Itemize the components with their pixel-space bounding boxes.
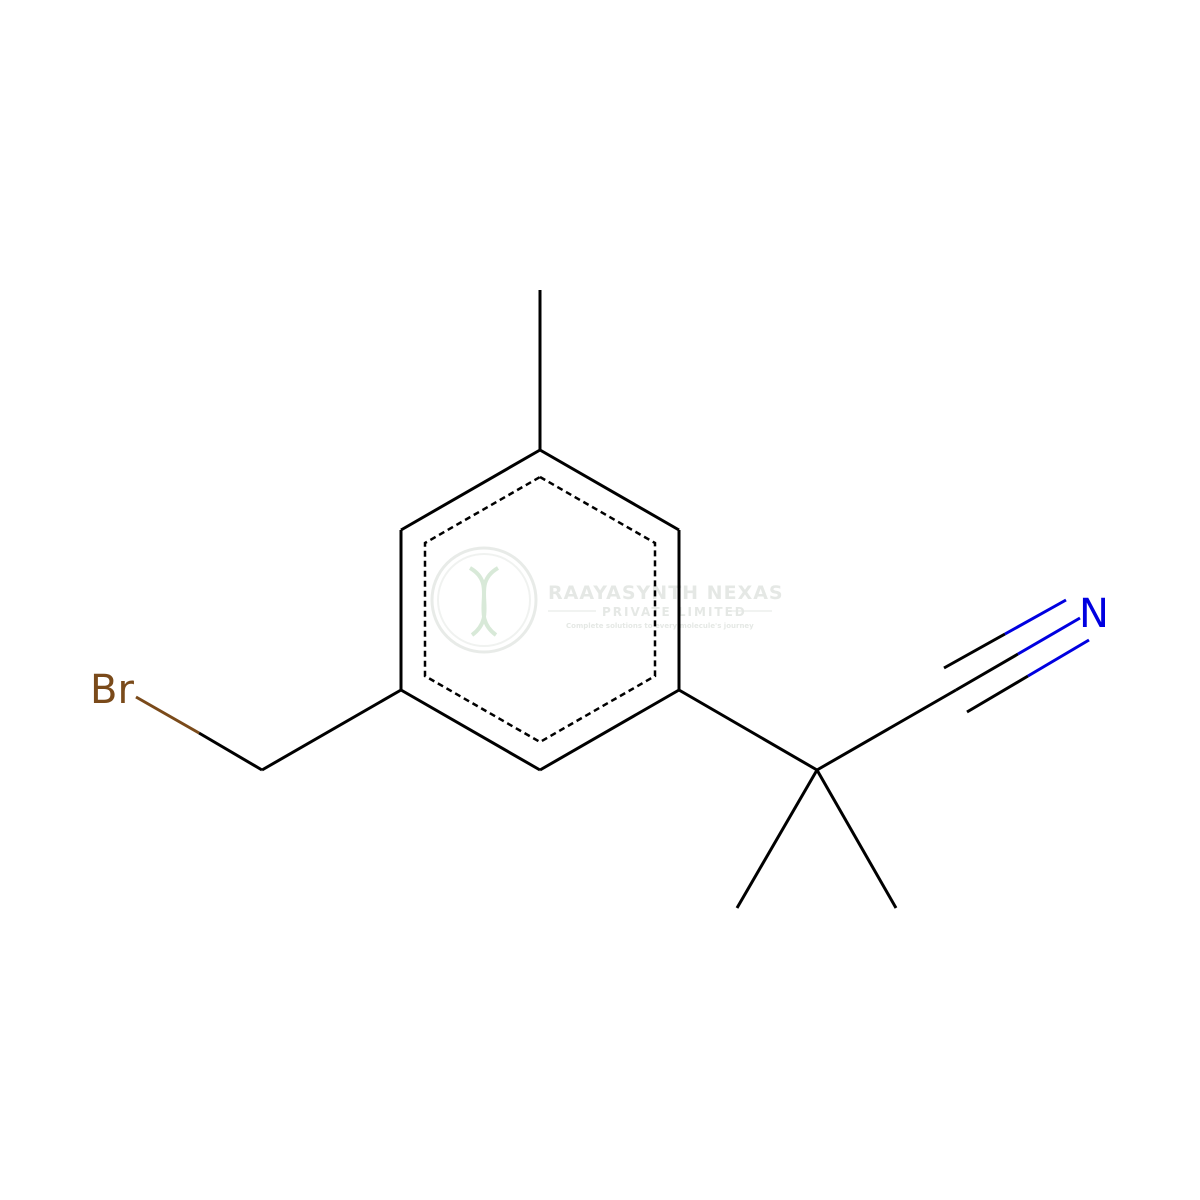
- triple-bond-upper-nitrogen: [1004, 598, 1067, 636]
- watermark-tagline: Complete solutions to every molecule's j…: [566, 622, 754, 630]
- ring-bond-1: [539, 448, 680, 532]
- triple-bond-lower-carbon: [966, 674, 1029, 714]
- aromatic-circle: [423, 475, 657, 744]
- methyl-bond-right: [815, 769, 898, 909]
- ring-bond-3: [539, 688, 680, 772]
- triple-bond-upper-carbon: [943, 632, 1006, 670]
- nitrogen-atom-label: N: [1079, 591, 1109, 637]
- triple-bond-lower-nitrogen: [1027, 638, 1090, 678]
- ring-to-quaternary-bond: [678, 688, 818, 772]
- bromine-atom-label: Br: [90, 667, 134, 713]
- watermark-logo-ring: [430, 546, 538, 654]
- c-br-bond-bromine-half: [135, 695, 200, 735]
- watermark: RAAYASYNTH NEXAS PRIVATE LIMITED Complet…: [430, 546, 784, 654]
- triple-bond-center-carbon: [955, 652, 1019, 692]
- methyl-bond-left: [735, 769, 819, 909]
- quaternary-to-nitrile-bond: [816, 688, 957, 772]
- triple-bond-center-nitrogen: [1017, 616, 1081, 656]
- ch2-bond: [261, 688, 402, 772]
- nitrile-triple-bond: [943, 598, 1090, 714]
- watermark-title: RAAYASYNTH NEXAS: [548, 582, 784, 604]
- watermark-subtitle: PRIVATE LIMITED: [602, 605, 747, 619]
- c-br-bond-carbon-half: [198, 731, 263, 772]
- benzene-ring: [399, 448, 681, 772]
- ring-bond-4: [400, 688, 541, 772]
- ring-bond-6: [400, 448, 541, 532]
- watermark-dna-icon: [468, 566, 500, 637]
- watermark-logo-inner: [437, 553, 531, 647]
